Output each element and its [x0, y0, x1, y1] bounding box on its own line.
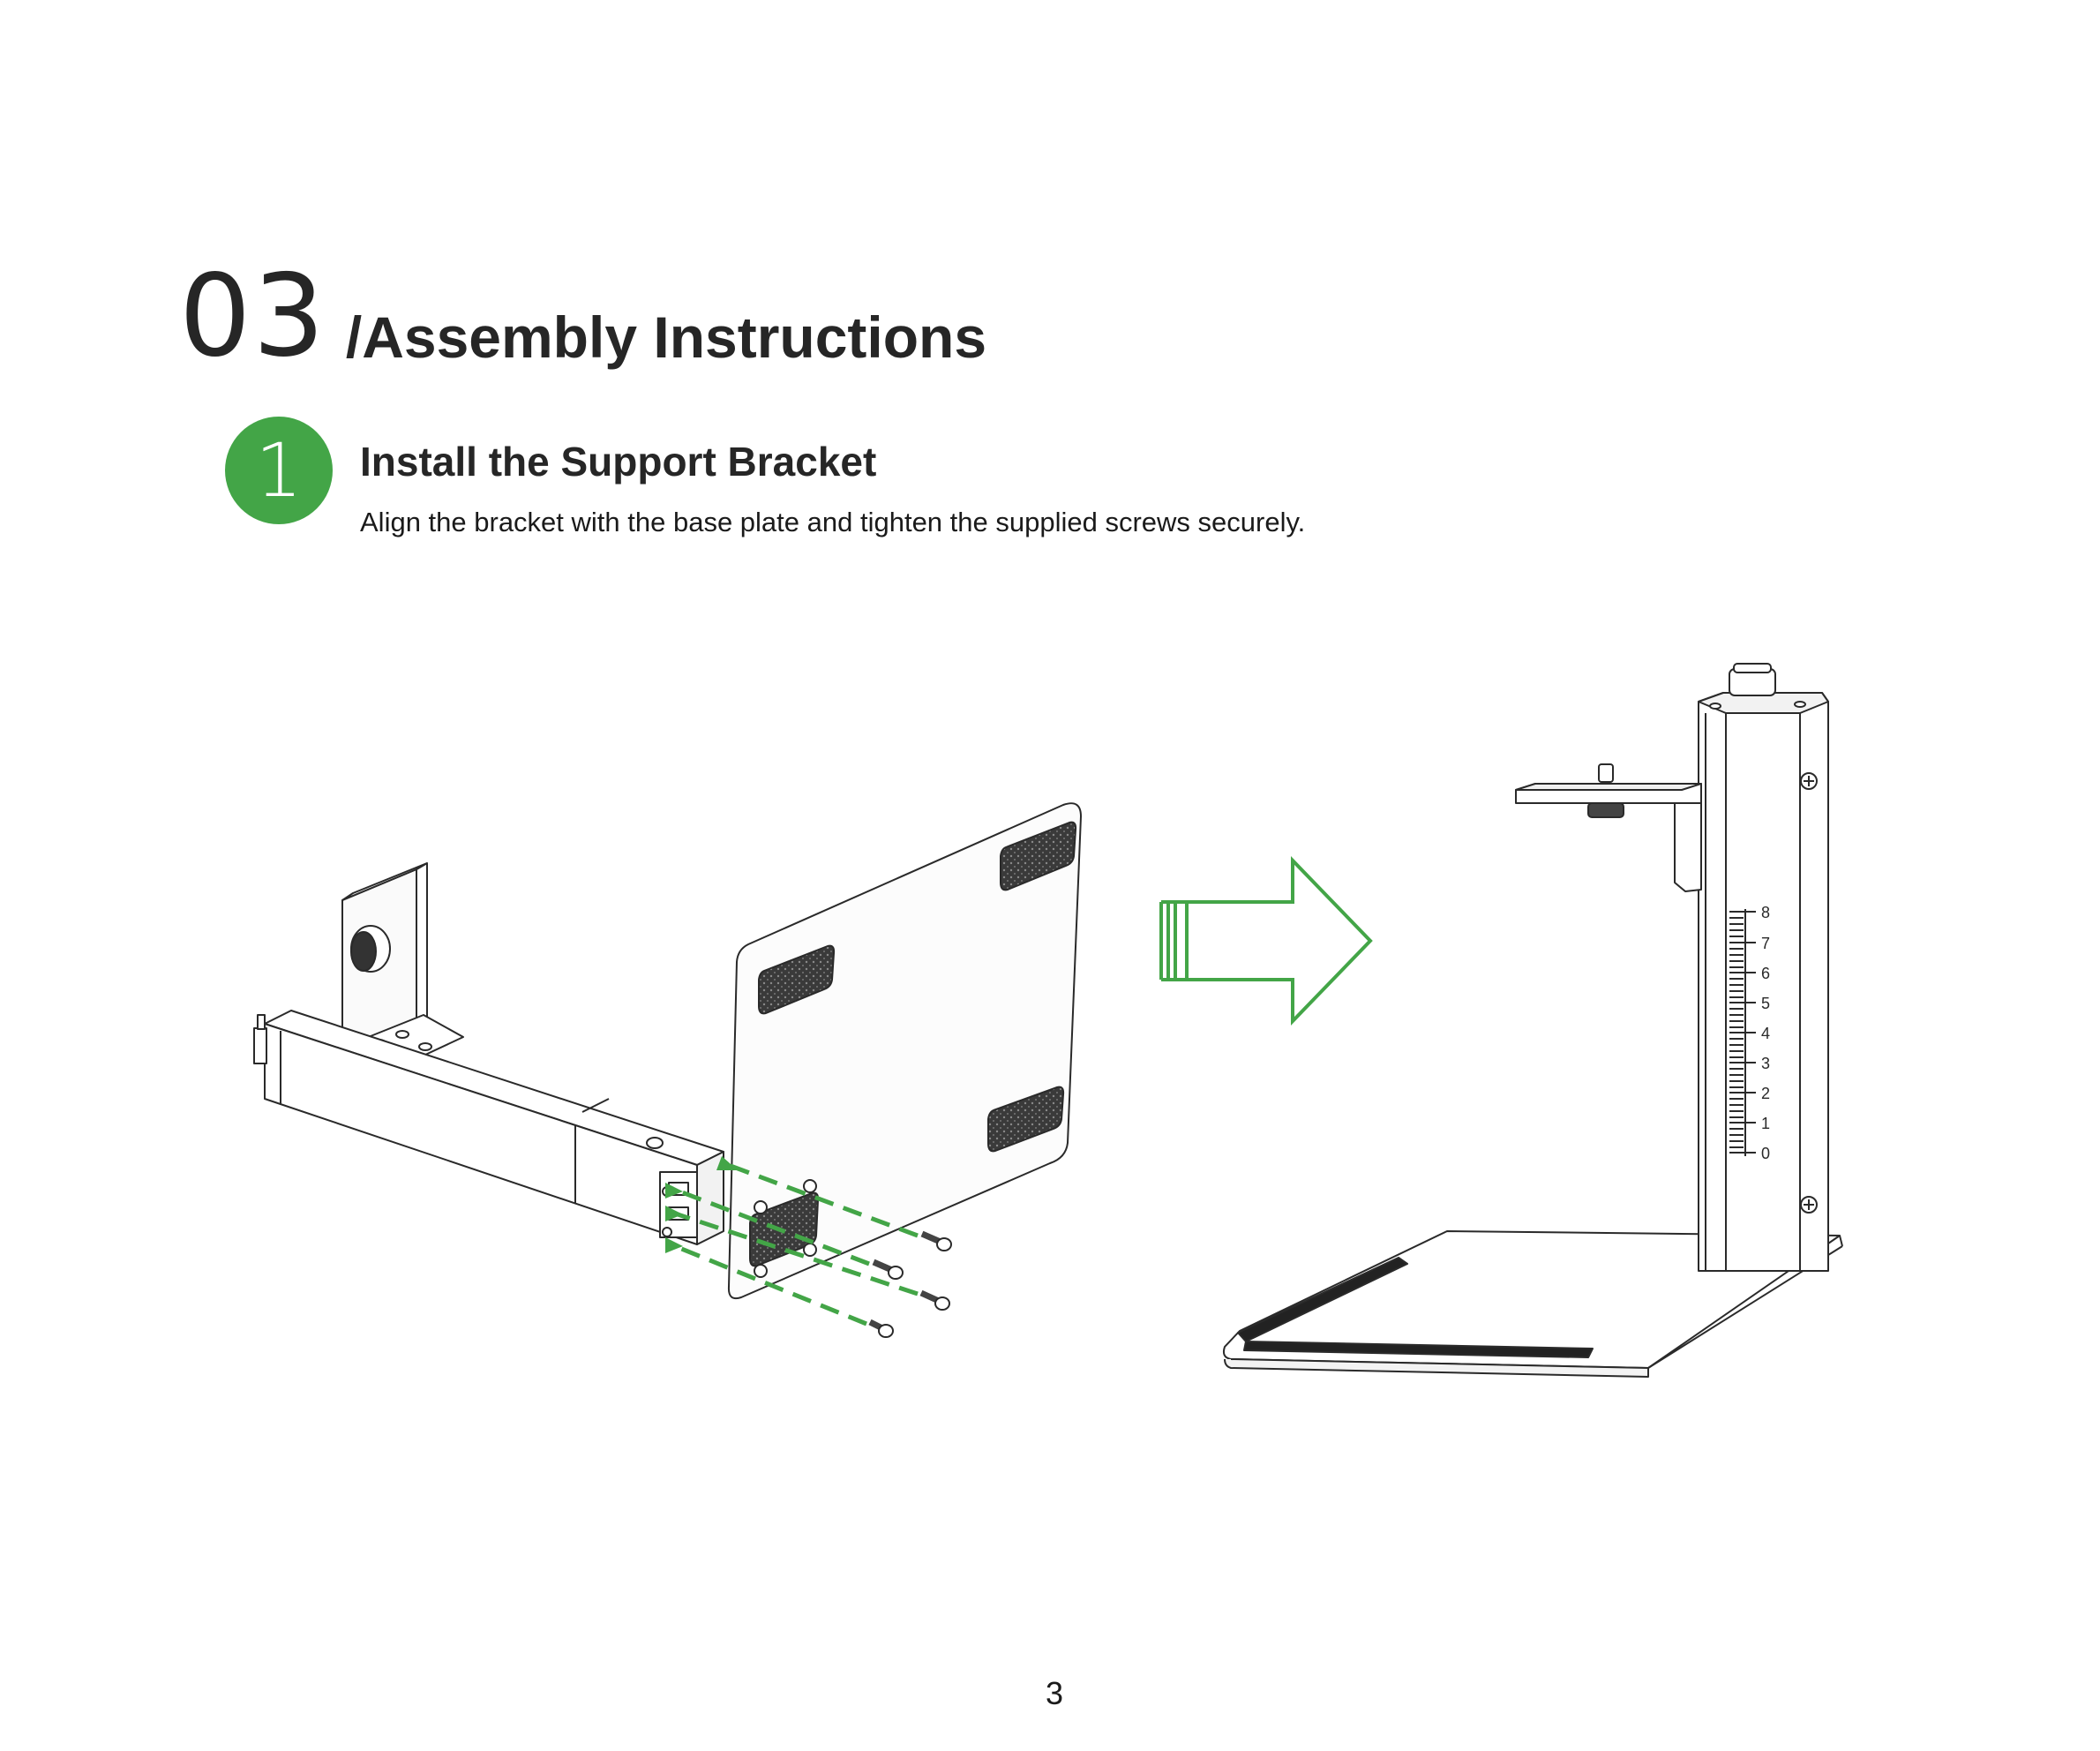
scale-label: 0 — [1761, 1145, 1770, 1162]
step-description: Align the bracket with the base plate an… — [360, 507, 1306, 537]
scale-label: 7 — [1761, 935, 1770, 952]
scale-label: 8 — [1761, 904, 1770, 921]
column-scale-labels: 8 7 6 5 4 3 2 1 0 — [1761, 904, 1770, 1162]
scale-label: 4 — [1761, 1025, 1770, 1042]
section-header: 03 /Assembly Instructions — [179, 260, 986, 373]
scale-label: 1 — [1761, 1115, 1770, 1132]
exploded-view — [253, 802, 1082, 1338]
transition-arrow-icon — [1159, 856, 1373, 1026]
scale-label: 3 — [1761, 1055, 1770, 1072]
step-number-badge: 1 — [225, 417, 333, 524]
section-title: /Assembly Instructions — [345, 304, 987, 370]
scale-label: 2 — [1761, 1085, 1770, 1102]
guide-arrowheads — [665, 1156, 738, 1253]
scale-label: 6 — [1761, 965, 1770, 982]
section-number: 03 — [179, 251, 326, 382]
page-number: 3 — [1045, 1675, 1064, 1711]
alignment-guides — [670, 1161, 919, 1326]
step-title: Install the Support Bracket — [360, 439, 877, 485]
column-scale-ticks — [1729, 911, 1756, 1154]
step-number: 1 — [255, 427, 303, 514]
scale-label: 5 — [1761, 995, 1770, 1012]
assembled-stand: 8 7 6 5 4 3 2 1 0 — [1222, 663, 1843, 1378]
